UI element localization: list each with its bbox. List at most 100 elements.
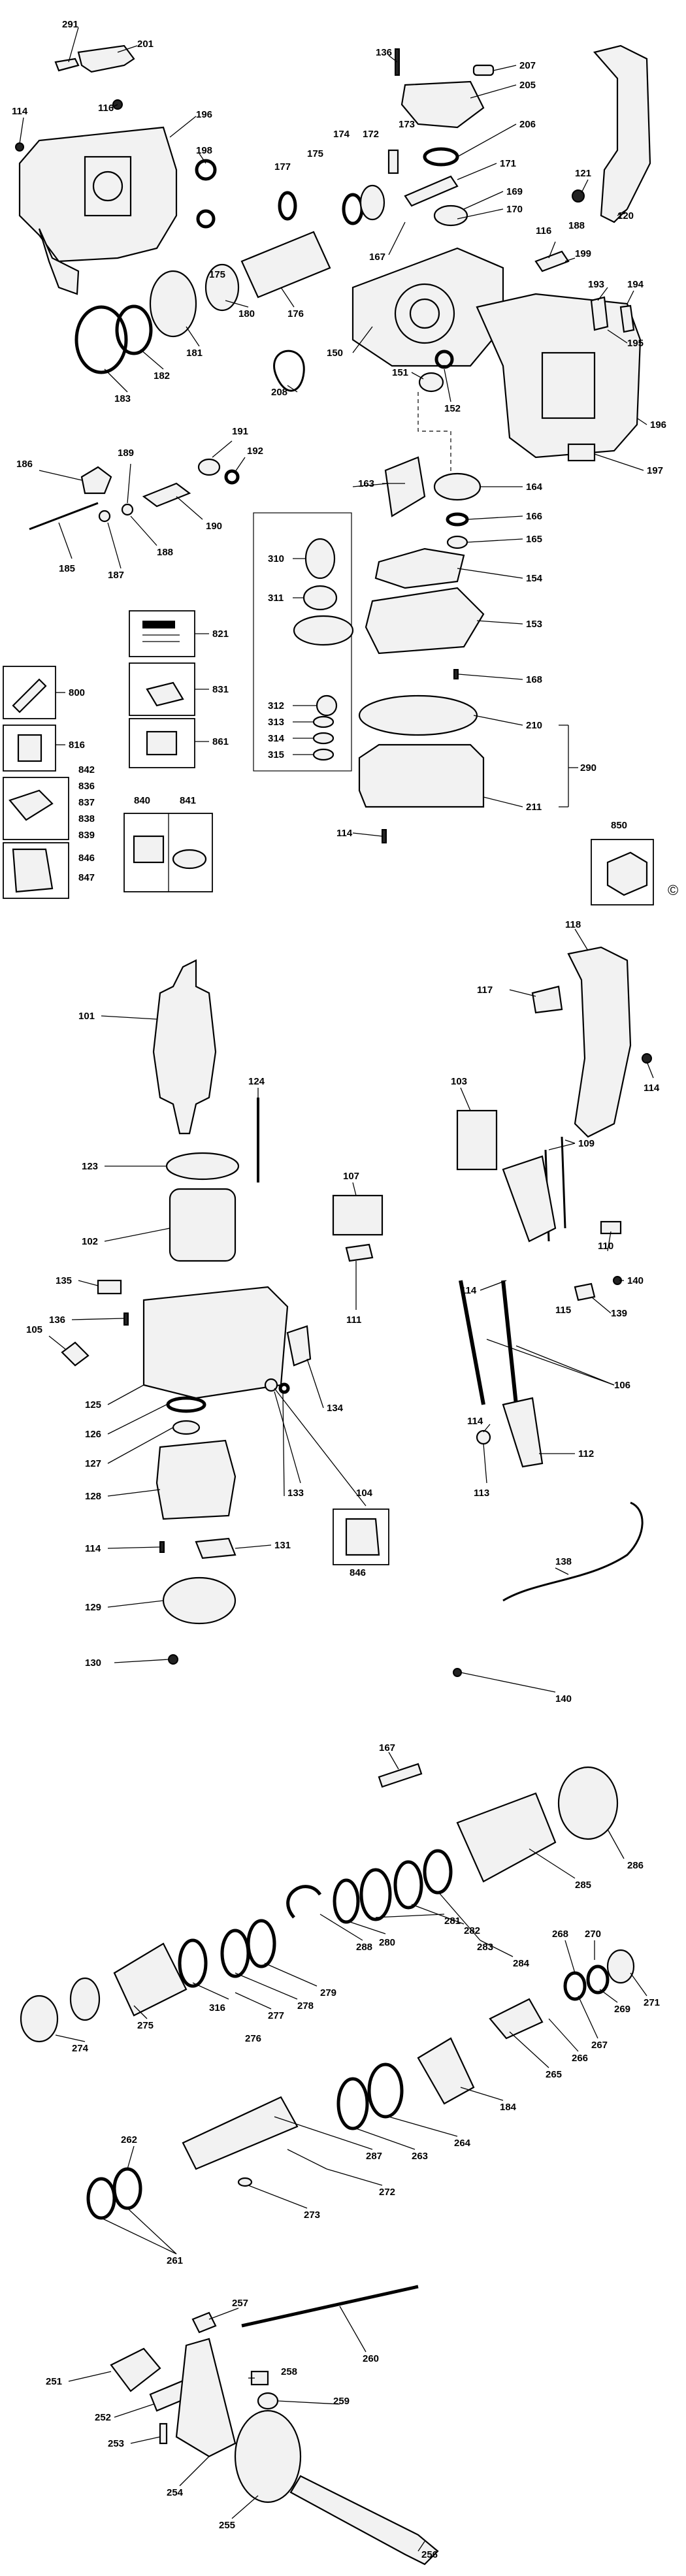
label: 188	[157, 547, 173, 558]
part-199	[534, 250, 570, 272]
label: 265	[546, 2069, 562, 2080]
part-112	[502, 1397, 544, 1468]
part-109	[561, 1136, 566, 1229]
label: 199	[575, 248, 591, 259]
label: 121	[575, 168, 591, 179]
part-198a	[195, 159, 217, 181]
part-128	[155, 1439, 237, 1520]
label: 104	[356, 1488, 373, 1499]
label: 170	[506, 204, 523, 215]
label: 840	[134, 795, 150, 806]
part-264	[367, 2062, 404, 2119]
label: 112	[578, 1448, 594, 1459]
label: 280	[379, 1937, 395, 1948]
label: 127	[85, 1458, 101, 1469]
part-314	[312, 732, 335, 745]
label: 175	[209, 269, 225, 280]
part-175	[342, 193, 364, 225]
part-177	[278, 191, 297, 221]
label: 109	[578, 1138, 595, 1149]
part-253	[159, 2422, 168, 2445]
label: 285	[575, 1880, 591, 1891]
label: 114	[467, 1416, 483, 1427]
label: 174	[333, 129, 350, 140]
part-205	[400, 80, 485, 129]
copyright-mark: ©	[668, 882, 678, 898]
label: 316	[209, 2002, 225, 2014]
part-117	[531, 985, 563, 1014]
label: 207	[519, 60, 536, 71]
part-286	[557, 1766, 619, 1840]
label: 831	[212, 684, 229, 695]
part-257	[191, 2311, 217, 2334]
part-267	[563, 1971, 587, 2001]
part-126	[166, 1396, 206, 1413]
label: 136	[49, 1314, 65, 1326]
label: 117	[477, 985, 493, 996]
label: 173	[399, 119, 415, 130]
part-211	[358, 743, 485, 808]
part-176	[240, 231, 331, 299]
part-273	[237, 2177, 253, 2187]
label: 192	[247, 446, 263, 457]
label: 190	[206, 521, 222, 532]
label: 257	[232, 2298, 248, 2309]
part-114-screw	[15, 142, 24, 152]
kit-821-label-block	[142, 621, 175, 628]
part-191	[197, 458, 221, 476]
part-115	[502, 1155, 557, 1243]
label: 205	[519, 80, 536, 91]
label: 154	[526, 573, 543, 584]
label: 185	[59, 563, 75, 574]
label: 171	[500, 158, 516, 169]
part-106	[501, 1280, 518, 1405]
label: 269	[614, 2004, 630, 2015]
section-gearbox	[3, 44, 654, 905]
part-152	[434, 350, 454, 369]
part-129	[162, 1576, 237, 1625]
part-164	[433, 472, 482, 501]
label: 264	[454, 2138, 471, 2149]
label: 287	[366, 2151, 382, 2162]
label: 113	[474, 1488, 489, 1499]
part-262	[112, 2167, 142, 2210]
part-105	[61, 1341, 90, 1367]
part-107	[332, 1194, 384, 1236]
label: 114	[461, 1285, 477, 1296]
label: 130	[85, 1657, 101, 1669]
part-136-screw	[123, 1312, 129, 1326]
part-182	[115, 304, 153, 355]
part-111	[345, 1243, 374, 1262]
label: 136	[376, 47, 392, 58]
label: 276	[245, 2033, 261, 2044]
part-114-m	[159, 1541, 165, 1553]
section-motor	[61, 946, 652, 1677]
label: 284	[513, 1958, 530, 1969]
part-123	[165, 1152, 240, 1181]
label: 262	[121, 2134, 137, 2145]
part-163	[384, 456, 426, 517]
label: 175	[307, 148, 323, 159]
label: 131	[274, 1540, 291, 1551]
label: 211	[526, 802, 542, 813]
label: 153	[526, 619, 542, 630]
label: 312	[268, 700, 284, 711]
label: 275	[137, 2020, 154, 2031]
part-194	[619, 304, 635, 333]
part-101	[152, 959, 217, 1135]
label: 256	[421, 2549, 438, 2560]
label: 177	[274, 161, 291, 172]
label: 260	[363, 2353, 379, 2364]
part-269	[586, 1965, 610, 1995]
label: 102	[82, 1236, 98, 1247]
label: 181	[186, 348, 203, 359]
kit-box-821	[129, 610, 195, 657]
part-187	[98, 510, 111, 523]
label: 310	[268, 553, 284, 564]
assembly-axis	[417, 392, 451, 497]
label: 800	[69, 687, 85, 698]
part-180	[204, 263, 240, 312]
part-310	[304, 538, 336, 579]
label: 252	[95, 2412, 111, 2423]
part-113	[476, 1429, 491, 1445]
